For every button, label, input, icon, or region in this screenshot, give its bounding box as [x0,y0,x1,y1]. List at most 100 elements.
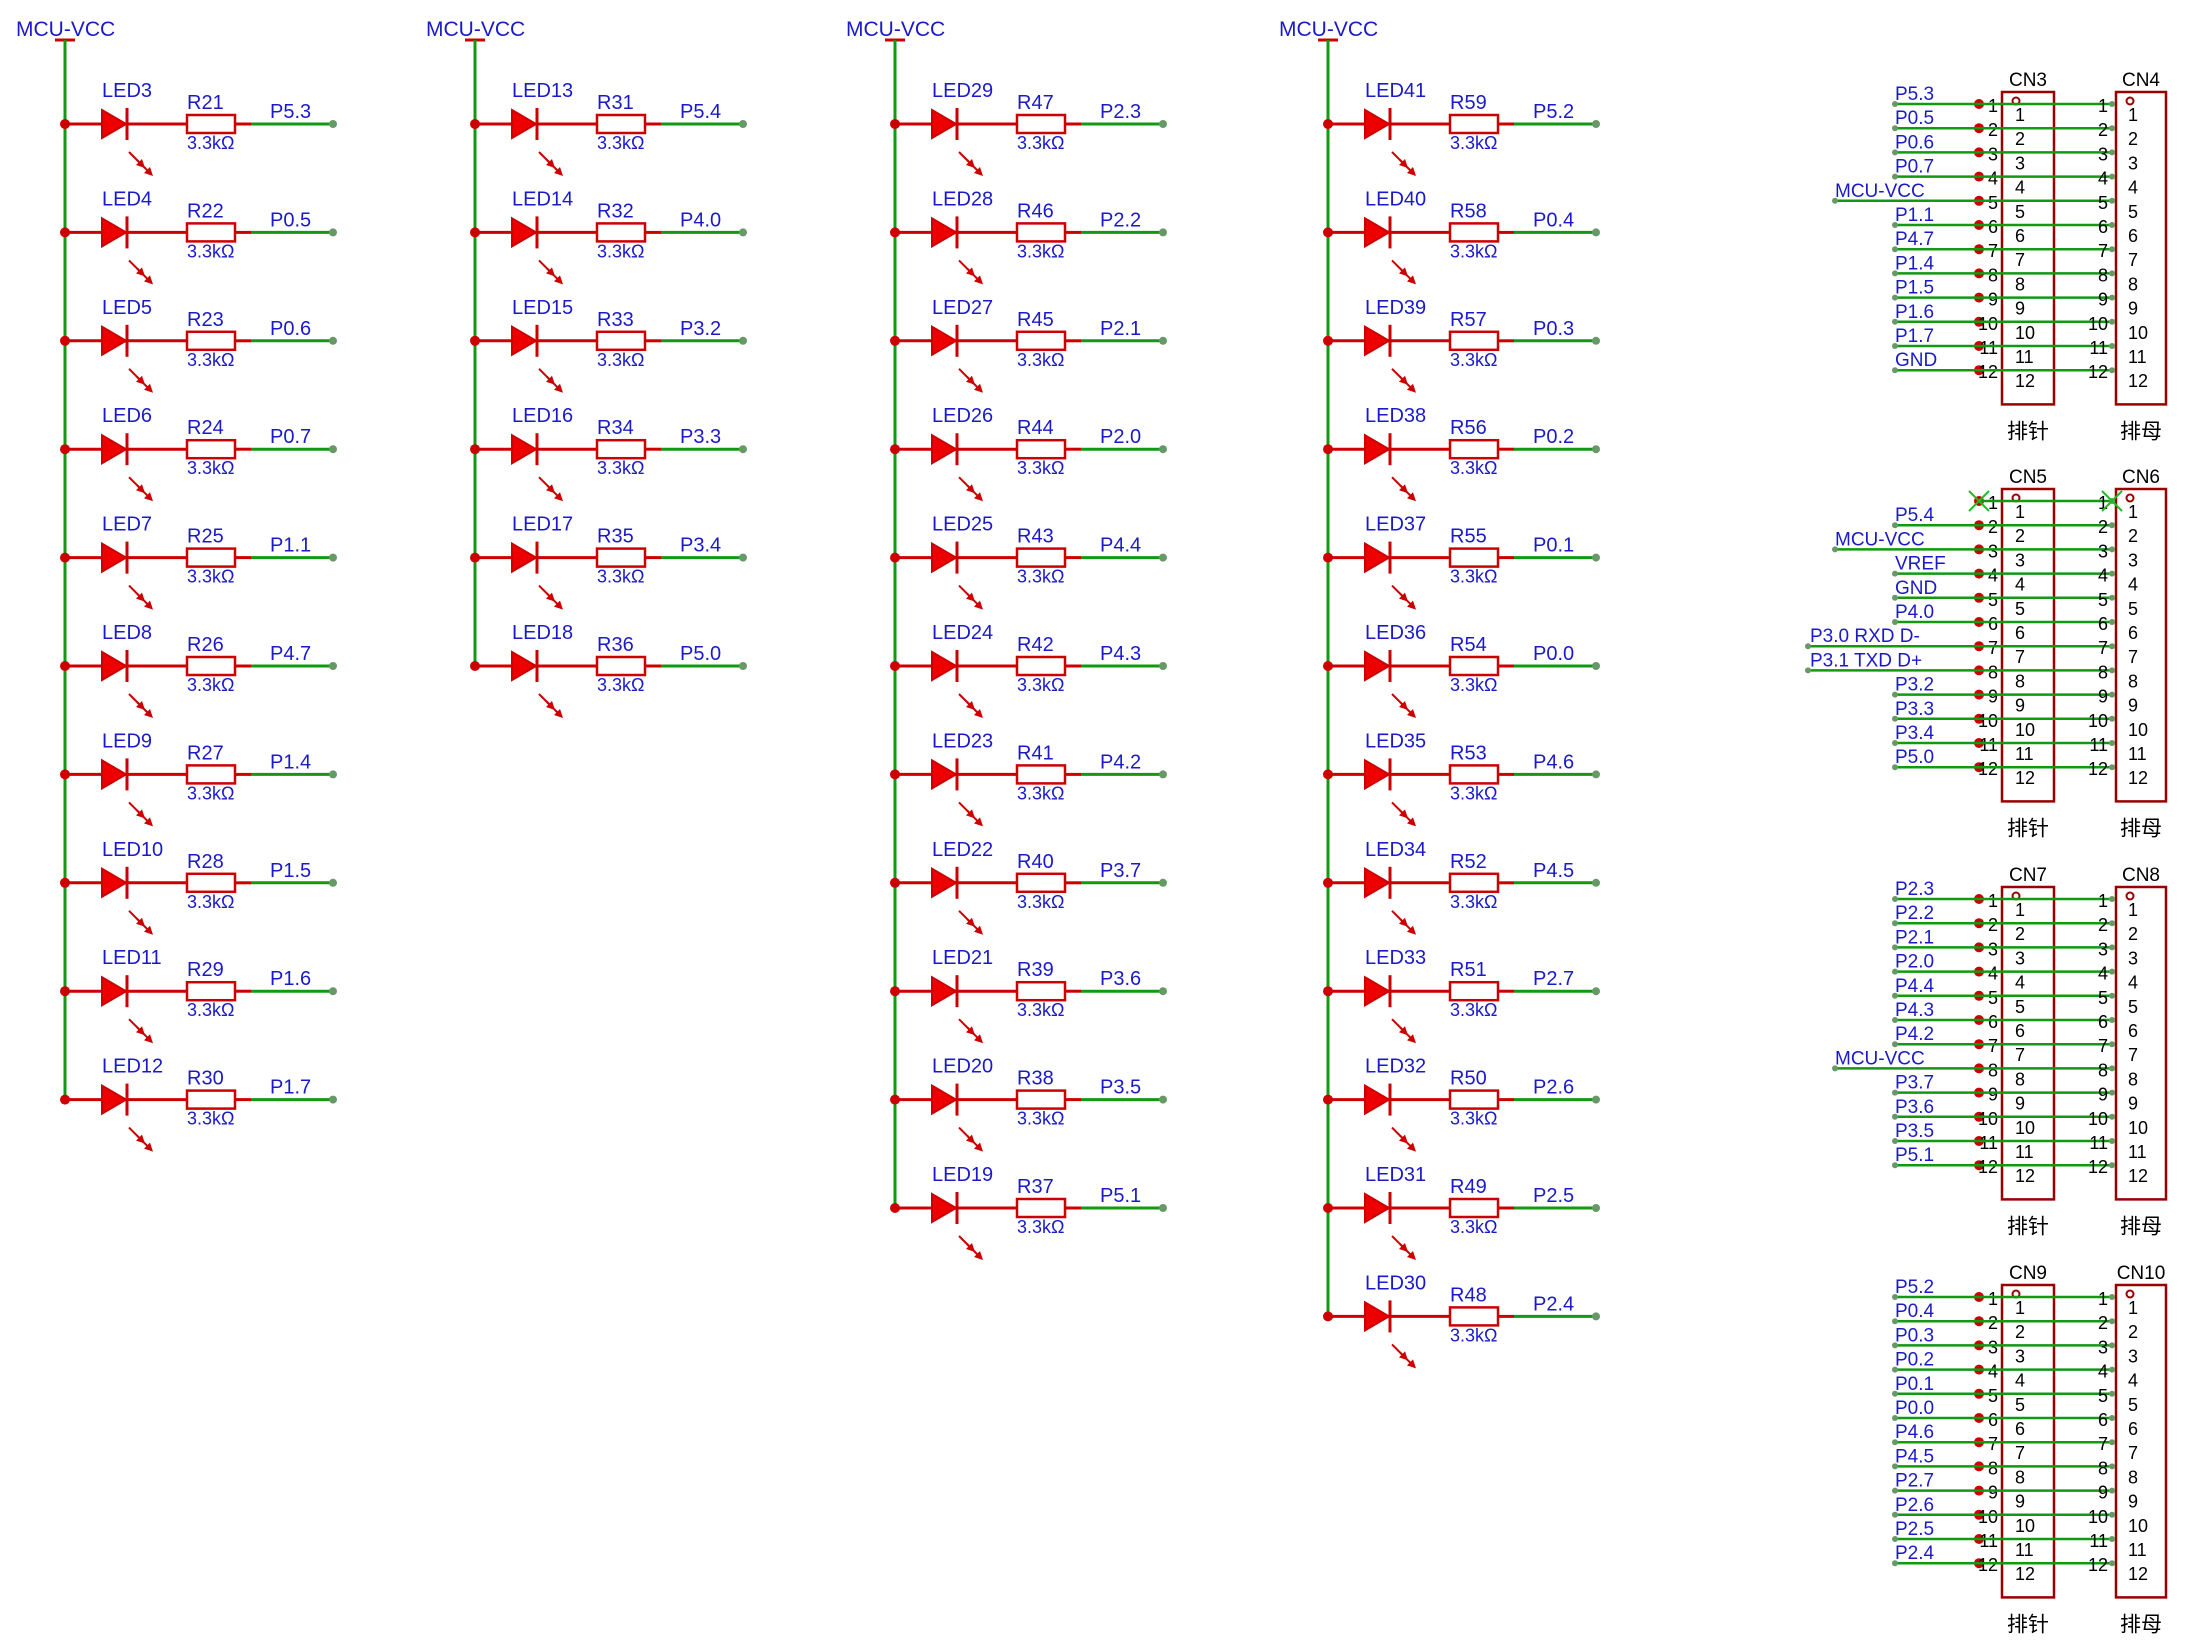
pin-number-outer: 8 [1988,265,1998,285]
pin-number-inner: 11 [2128,1540,2147,1560]
pin-number-inner: 6 [2128,226,2138,246]
resistor-symbol [1015,980,1067,1002]
pin-number-inner: 8 [2015,671,2025,691]
pin-number-outer: 12 [2088,362,2108,382]
net-stub-dot [1892,1041,1898,1048]
pin-number-inner: 3 [2128,948,2138,968]
connector-net-label: P2.5 [1895,1519,1934,1540]
net-label: P0.2 [1533,426,1574,448]
pin-number-outer: 1 [1988,891,1998,911]
led-symbol [511,541,538,574]
pin-number-outer: 11 [1979,1133,1998,1153]
resistor-designator: R53 [1450,742,1487,764]
pin-end-dot [2109,367,2115,374]
pin-end-dot [2109,1065,2115,1072]
resistor-value: 3.3kΩ [187,133,234,153]
connector-net-label: P4.7 [1895,229,1934,250]
pin-number-outer: 5 [1988,590,1998,610]
pin-number-inner: 12 [2128,371,2148,391]
net-end-dot [329,770,337,779]
led-symbol [101,650,128,682]
net-stub-dot [1892,1294,1898,1300]
resistor-symbol [185,547,237,568]
resistor-designator: R34 [597,417,634,439]
pin-number-inner: 3 [2015,1346,2025,1366]
net-stub-dot [1892,222,1898,228]
pin-number-inner: 3 [2128,153,2138,173]
pin-number-outer: 1 [1988,96,1998,116]
pin-end-dot [2109,294,2115,301]
pin-number-inner: 3 [2015,550,2025,570]
net-label: P1.4 [270,751,311,773]
pin-end-dot [2109,570,2115,577]
resistor-value: 3.3kΩ [597,133,644,153]
pin-number-inner: 8 [2128,671,2138,691]
pin-number-inner: 4 [2128,973,2138,993]
pin-number-outer: 10 [1978,1507,1998,1527]
net-label: P4.3 [1100,643,1141,665]
resistor-designator: R58 [1450,200,1487,222]
led-designator: LED5 [102,297,152,319]
net-end-dot [739,662,747,670]
net-stub-dot [1892,294,1898,301]
led-light-arrow-head [974,275,983,285]
resistor-designator: R59 [1450,92,1487,114]
pin-number-inner: 11 [2128,347,2147,367]
led-designator: LED27 [932,297,993,319]
pin-number-inner: 7 [2015,647,2025,667]
resistor-symbol [1448,113,1500,135]
resistor-designator: R51 [1450,959,1487,981]
led-designator: LED38 [1365,405,1426,427]
led-designator: LED15 [512,297,573,319]
led-designator: LED6 [102,405,152,427]
net-end-dot [329,445,337,454]
net-stub-dot [1832,197,1838,204]
led-designator: LED32 [1365,1056,1426,1078]
connector-net-label: P0.4 [1895,1301,1935,1322]
net-label: P1.1 [270,535,311,557]
connector-net-label: P0.5 [1895,108,1934,129]
pin-number-inner: 9 [2015,1492,2025,1512]
net-end-dot [1159,878,1167,887]
net-label: P1.7 [270,1077,311,1099]
pin-end-dot [2109,1089,2115,1096]
net-stub-dot [1892,318,1898,325]
net-stub-dot [1892,944,1898,951]
resistor-value: 3.3kΩ [1017,241,1064,261]
led-symbol [931,541,958,574]
net-end-dot [1159,553,1167,562]
resistor-value: 3.3kΩ [187,1000,234,1020]
pin-end-dot [2109,764,2115,771]
pin-end-dot [2109,197,2115,204]
pin-number-outer: 4 [1988,169,1998,189]
led-designator: LED30 [1365,1272,1426,1294]
pin-number-outer: 5 [2098,590,2108,610]
resistor-value: 3.3kΩ [1017,458,1064,478]
net-end-dot [1159,987,1167,996]
pin-end-dot [2109,1560,2115,1567]
resistor-value: 3.3kΩ [1450,241,1497,261]
pin-end-dot [2109,222,2115,228]
pin-number-inner: 4 [2015,575,2025,595]
net-stub-dot [1892,367,1898,374]
pin-number-outer: 5 [1988,193,1998,213]
resistor-value: 3.3kΩ [187,783,234,803]
net-label: P2.7 [1533,968,1574,990]
net-label: P4.5 [1533,860,1574,882]
connector-caption: 排母 [2120,817,2162,840]
net-label: P0.4 [1533,209,1574,231]
net-label: P5.1 [1100,1185,1141,1207]
pin-number-inner: 1 [2128,900,2138,920]
led-symbol [1364,1192,1391,1224]
led-designator: LED33 [1365,947,1426,969]
resistor-designator: R27 [187,742,224,764]
pin-number-outer: 3 [2098,541,2108,561]
led-designator: LED36 [1365,622,1426,644]
net-label: P2.6 [1533,1077,1574,1099]
resistor-symbol [1448,547,1500,568]
resistor-designator: R56 [1450,417,1487,439]
connector-name: CN6 [2122,467,2160,488]
connector-net-label: GND [1895,350,1937,371]
pin-number-outer: 8 [1988,1060,1998,1080]
pin1-marker [2125,1289,2135,1299]
